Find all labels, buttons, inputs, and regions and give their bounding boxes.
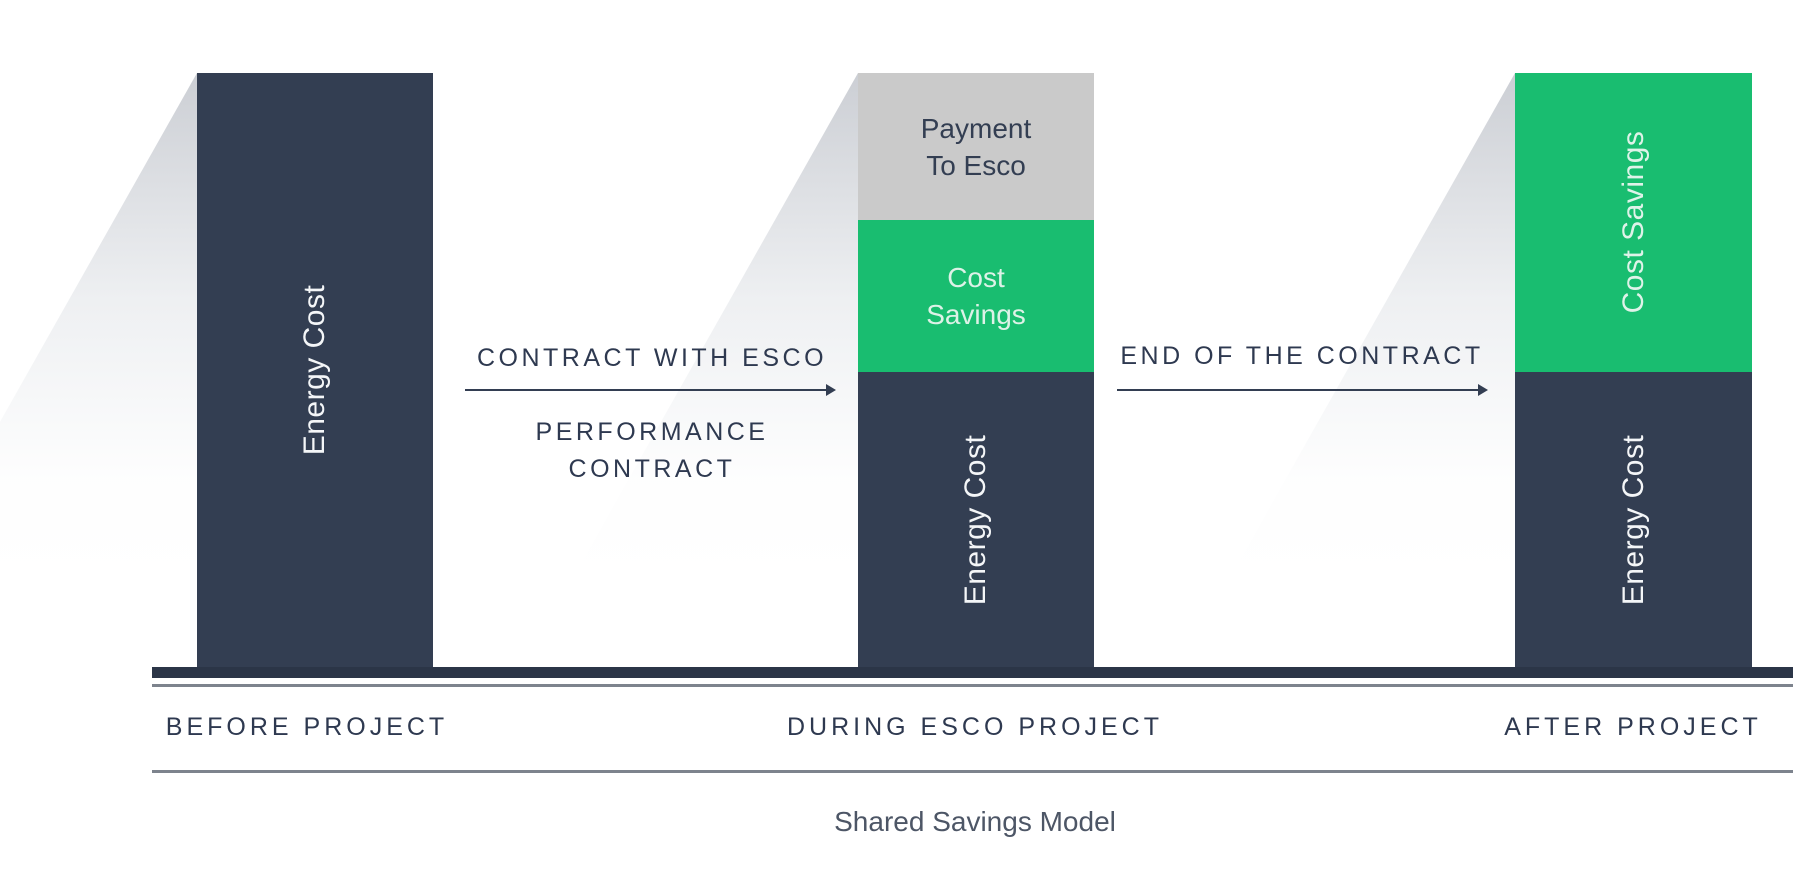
bar-after-project (1515, 73, 1752, 668)
energy-cost-label-before: Energy Cost (298, 284, 331, 456)
segment-cost-savings-after (1515, 73, 1752, 372)
cost-savings-label-after: Cost Savings (1617, 130, 1650, 314)
payment-to-esco-label-line2: To Esco (926, 149, 1026, 181)
stage-label-during-esco-project: DURING ESCO PROJECT (786, 713, 1164, 741)
stage-label-after-project: AFTER PROJECT (1504, 713, 1762, 741)
performance-contract-line1: PERFORMANCE (535, 418, 769, 446)
cost-savings-label-line1: Cost (947, 262, 1005, 293)
contract-arrow-right-icon (465, 384, 836, 396)
diagram-caption: Shared Savings Model (834, 806, 1116, 837)
segment-cost-savings-during: Cost Savings (858, 220, 1094, 372)
bar-before-project (197, 73, 433, 668)
end-contract-arrow-right-icon (1117, 384, 1488, 396)
bar-before-shadow (0, 73, 197, 668)
axis-divider-upper (152, 684, 1793, 687)
segment-energy-cost-during (858, 372, 1094, 668)
axis-divider-lower (152, 770, 1793, 773)
energy-cost-label-during: Energy Cost (959, 434, 992, 606)
energy-cost-label-after: Energy Cost (1617, 434, 1650, 606)
end-of-contract-label: END OF THE CONTRACT (1120, 342, 1484, 370)
payment-to-esco-label-line1: Payment (920, 112, 1032, 144)
bar-during-esco-project: Payment To Esco Cost Savings (858, 73, 1094, 668)
segment-energy-cost-before (197, 73, 433, 668)
arrowhead-icon (1478, 384, 1488, 396)
stage-label-before-project: BEFORE PROJECT (165, 713, 449, 741)
arrowhead-icon (826, 384, 836, 396)
contract-with-esco-label: CONTRACT WITH ESCO (476, 344, 828, 372)
segment-payment-to-esco: Payment To Esco (858, 73, 1094, 220)
cost-savings-label-line2: Savings (926, 299, 1026, 330)
ground-baseline (152, 667, 1793, 678)
performance-contract-label: PERFORMANCE CONTRACT (536, 414, 769, 488)
performance-contract-line2: CONTRACT (568, 455, 736, 483)
segment-energy-cost-after (1515, 372, 1752, 668)
